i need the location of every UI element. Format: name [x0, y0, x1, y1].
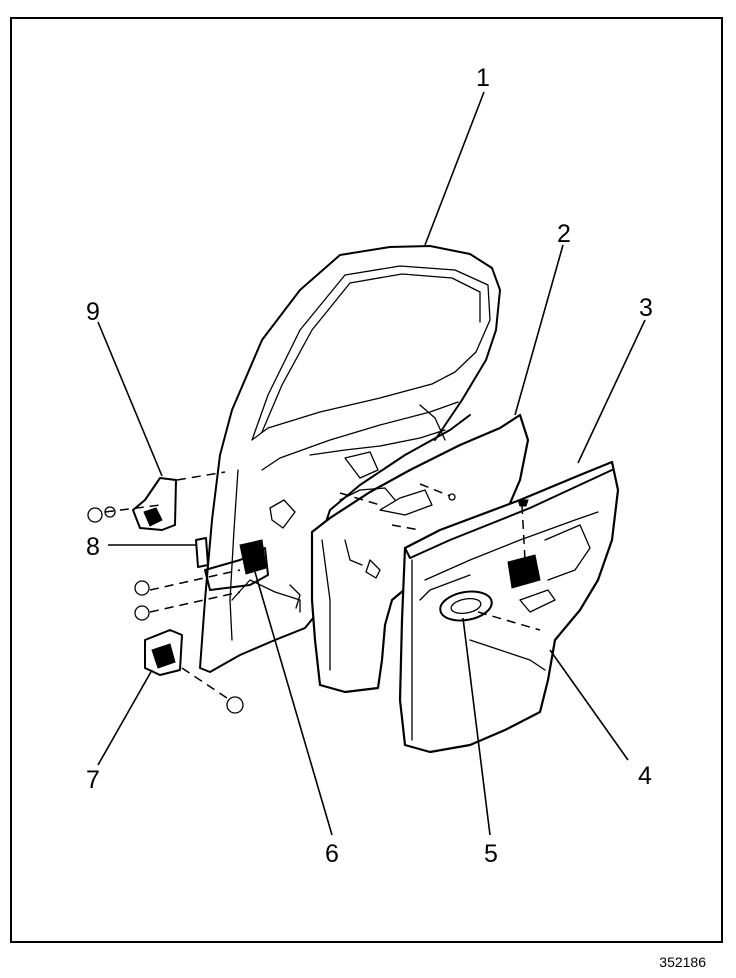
callout-5: 5 [484, 840, 498, 868]
diagram-frame [10, 17, 723, 943]
callout-1: 1 [476, 64, 490, 92]
callout-9: 9 [86, 298, 100, 326]
callout-labels: 1 2 3 4 5 6 7 8 9 [86, 64, 653, 868]
callout-7: 7 [86, 766, 100, 794]
callout-3: 3 [639, 294, 653, 322]
callout-2: 2 [557, 220, 571, 248]
door-hinge-bracket [134, 539, 269, 621]
window-regulator-hardware [339, 483, 529, 579]
lower-hinge [144, 629, 244, 714]
callout-4: 4 [638, 762, 652, 790]
callout-6: 6 [325, 840, 339, 868]
door-check-link [195, 537, 209, 568]
figure-id: 352186 [659, 954, 706, 970]
upper-hinge [87, 471, 226, 531]
inside-handle-bezel [439, 590, 541, 631]
trim-panel [398, 460, 620, 754]
door-shell [199, 245, 501, 673]
callout-8: 8 [86, 533, 100, 561]
leader-lines [97, 91, 646, 836]
